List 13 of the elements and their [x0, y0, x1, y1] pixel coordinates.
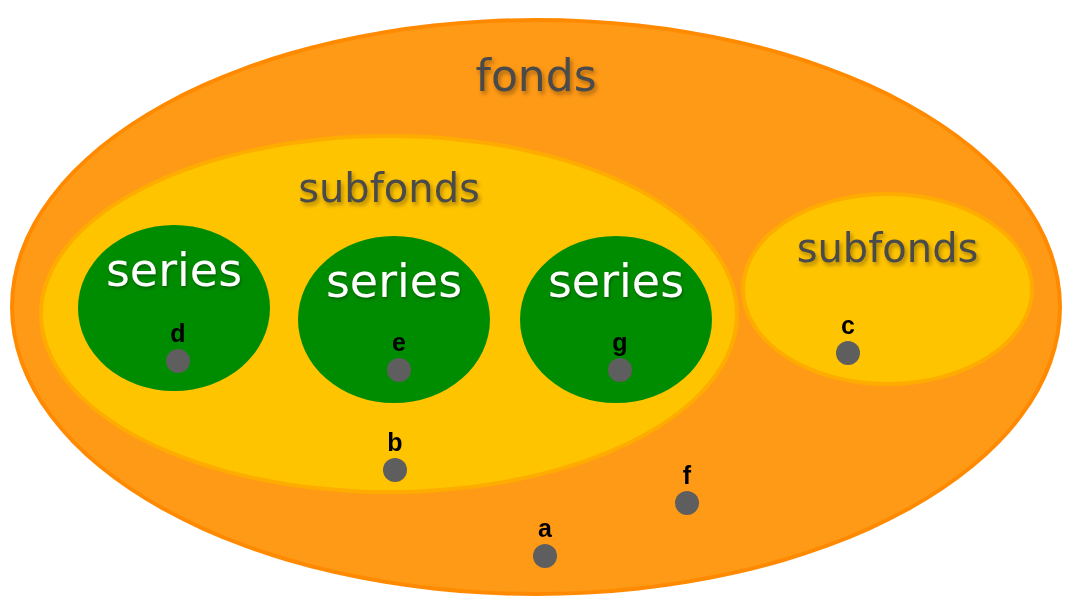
ellipse-title: subfonds [297, 166, 481, 210]
point-label: d [170, 321, 186, 346]
ellipse-title: series [324, 256, 464, 307]
ellipse-title: series [546, 256, 686, 307]
point-label: c [841, 313, 855, 338]
ellipse-title: series [104, 245, 244, 296]
point-label: b [387, 430, 403, 455]
point-label: g [612, 330, 628, 355]
ellipse-title: subfonds [795, 226, 980, 270]
point-label: f [682, 463, 692, 488]
point-label: a [538, 516, 552, 541]
ellipse-title: fonds [474, 52, 598, 101]
point-label: e [392, 330, 406, 355]
